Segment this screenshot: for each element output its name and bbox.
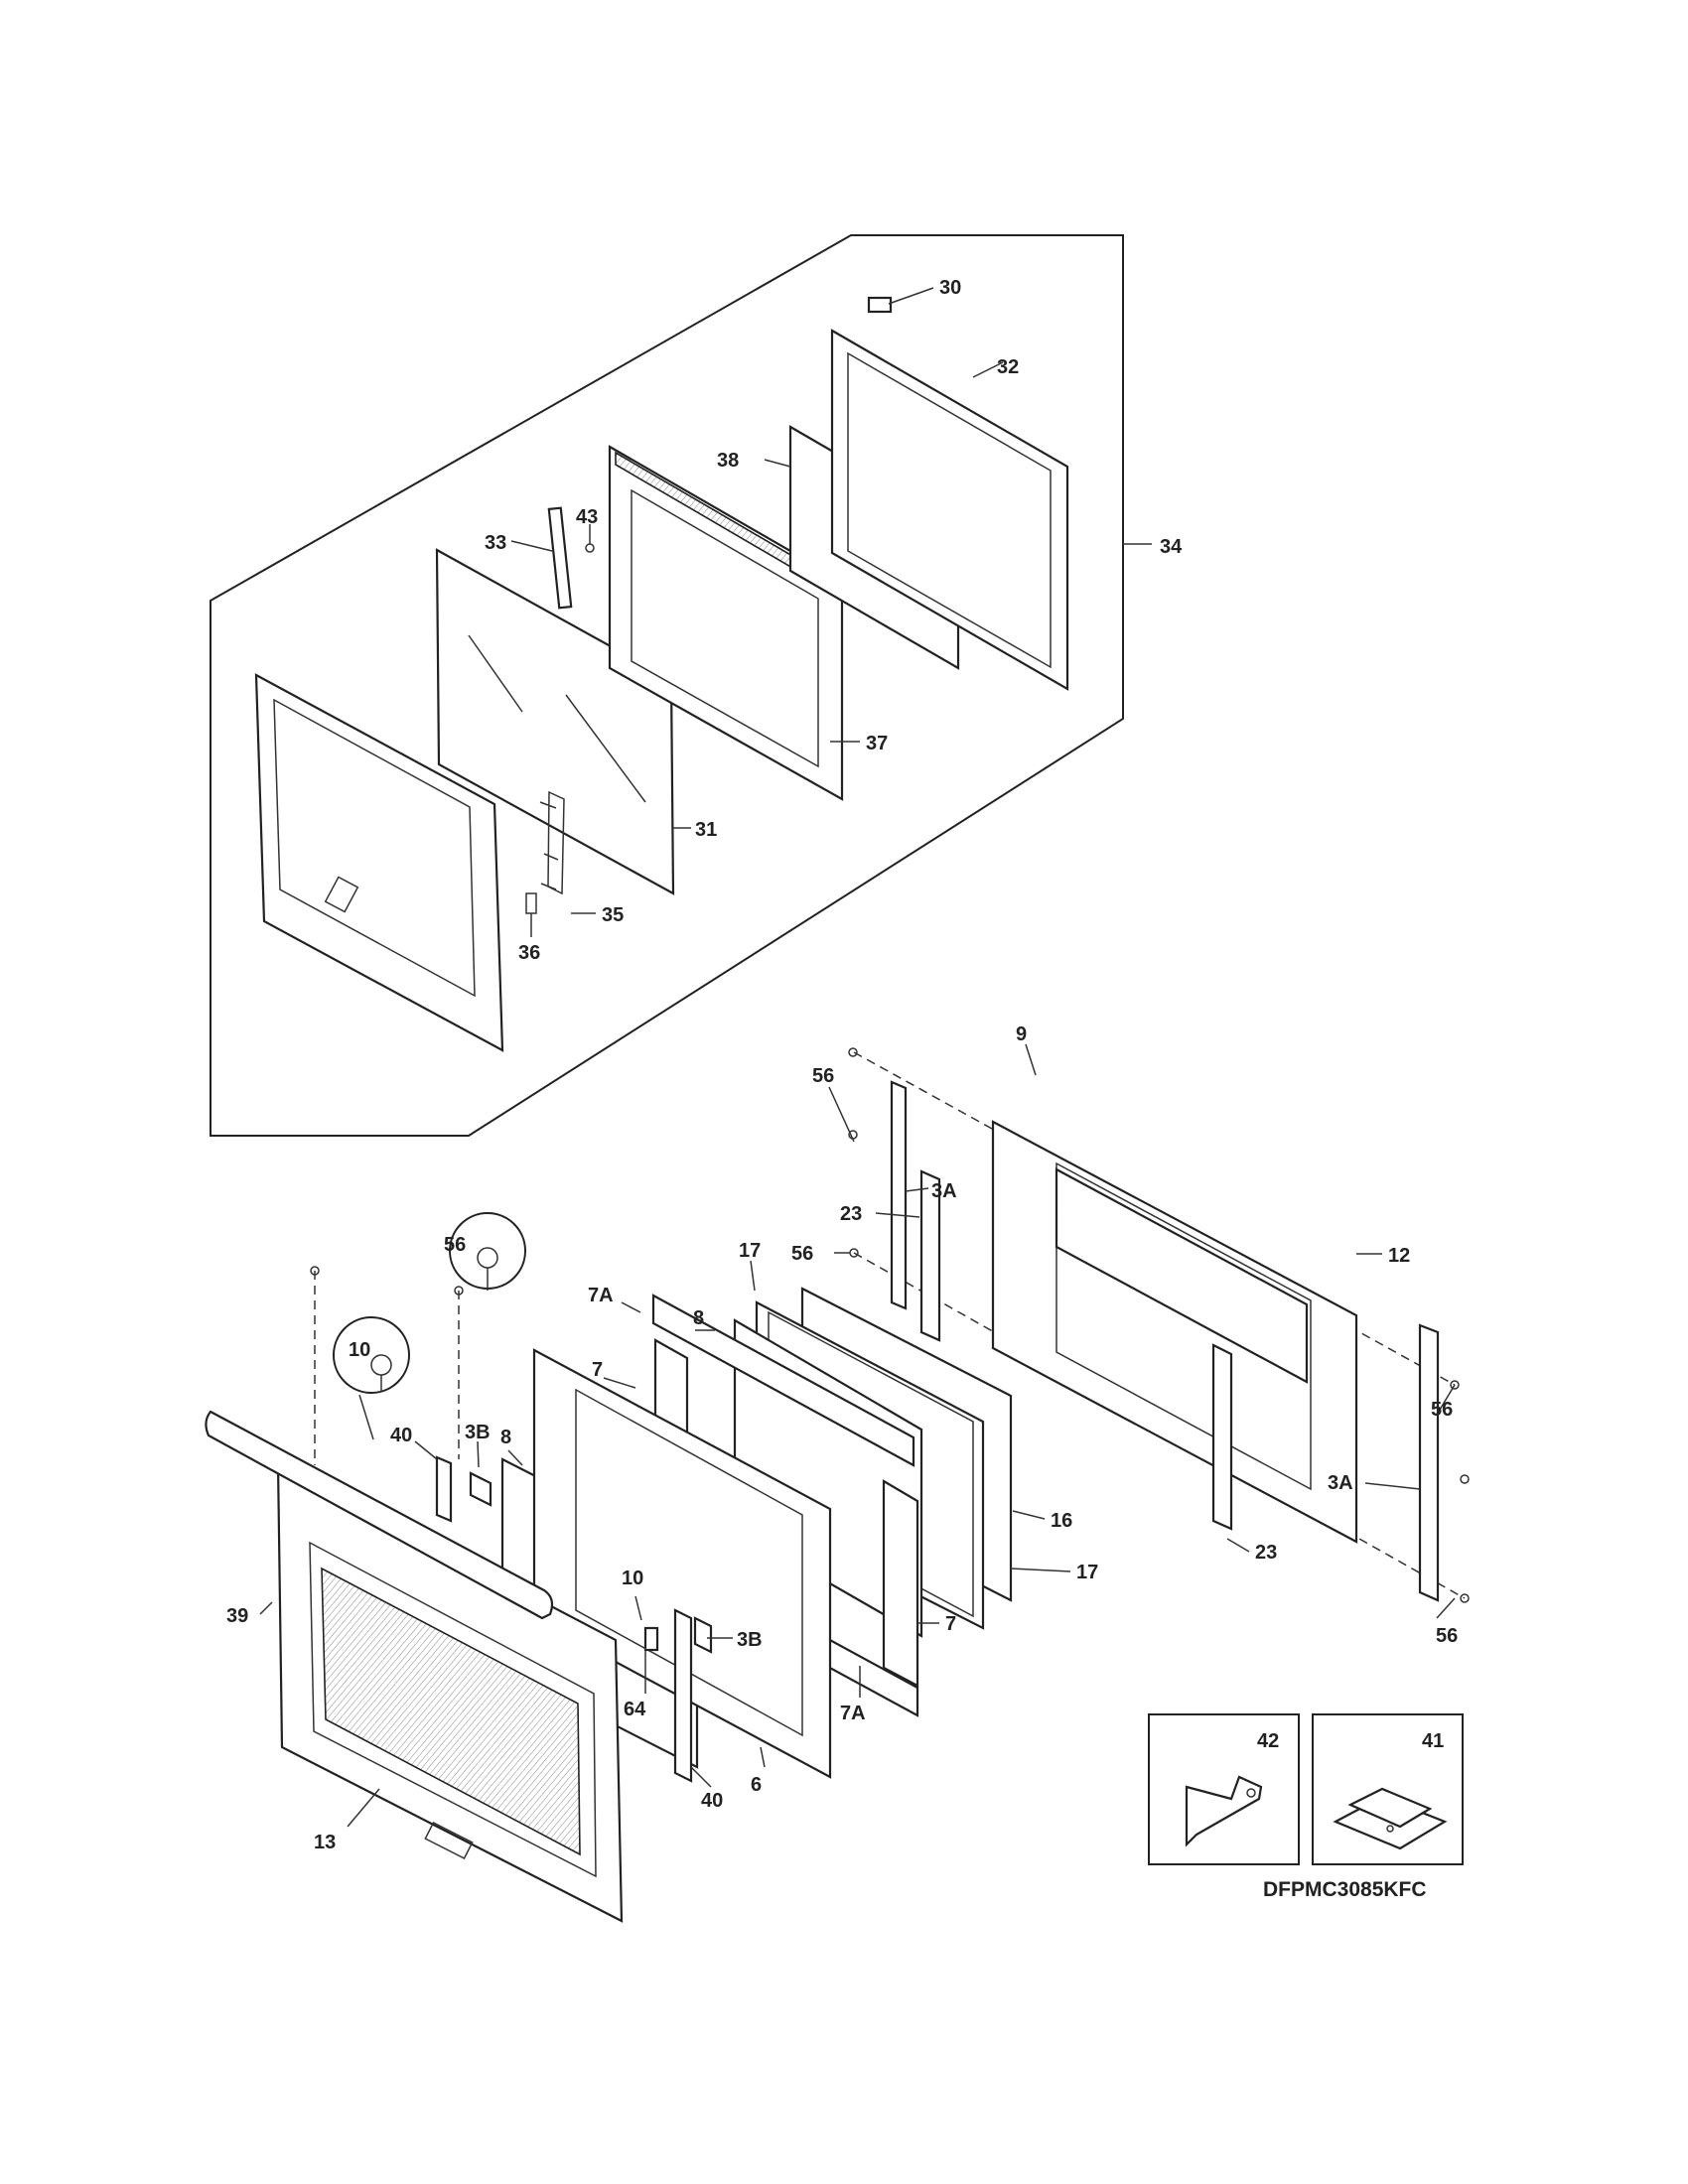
label-8-a: 8 xyxy=(693,1307,704,1329)
door-frame-32 xyxy=(830,329,1069,691)
door-handle-39 xyxy=(205,1410,554,1620)
label-17-a: 17 xyxy=(739,1240,761,1262)
label-41: 41 xyxy=(1422,1730,1444,1752)
hinge-23 xyxy=(919,1169,1233,1531)
label-40-b: 40 xyxy=(701,1790,723,1812)
screw-56-callout xyxy=(449,1212,526,1291)
inner-door-6 xyxy=(532,1348,832,1779)
label-3A-a: 3A xyxy=(931,1180,957,1202)
label-16: 16 xyxy=(1051,1510,1072,1532)
bracket-40-3B-64 xyxy=(435,1455,713,1783)
label-8-b: 8 xyxy=(500,1427,511,1448)
label-64: 64 xyxy=(624,1699,646,1720)
part-41-box xyxy=(1312,1713,1464,1865)
label-37: 37 xyxy=(866,733,888,754)
label-23-a: 23 xyxy=(840,1203,862,1225)
label-33: 33 xyxy=(485,532,506,554)
leader-lines xyxy=(259,287,1456,1828)
label-38: 38 xyxy=(717,450,739,472)
label-31: 31 xyxy=(695,819,717,841)
label-10-a: 10 xyxy=(349,1339,370,1361)
label-7-a: 7 xyxy=(592,1359,603,1381)
door-glass-assembly-inset xyxy=(210,234,1124,1137)
label-6: 6 xyxy=(751,1774,762,1796)
label-7-b: 7 xyxy=(945,1613,956,1635)
label-56-c: 56 xyxy=(444,1234,466,1256)
label-56-e: 56 xyxy=(1436,1625,1458,1647)
label-30: 30 xyxy=(939,277,961,299)
label-3A-b: 3A xyxy=(1328,1472,1353,1494)
label-3B-a: 3B xyxy=(465,1422,491,1443)
label-56-a: 56 xyxy=(812,1065,834,1087)
part-labels: 30 32 38 34 43 33 37 31 35 36 9 56 3A 23… xyxy=(226,277,1458,1901)
label-23-b: 23 xyxy=(1255,1542,1277,1564)
label-56-d: 56 xyxy=(1431,1399,1453,1421)
screw-56 xyxy=(310,1047,1470,1603)
label-13: 13 xyxy=(314,1832,336,1853)
outer-door-glass xyxy=(254,673,504,1052)
main-door-assembly xyxy=(205,1047,1470,1923)
side-rail-3A xyxy=(890,1080,1440,1602)
label-36: 36 xyxy=(518,942,540,964)
label-9: 9 xyxy=(1016,1024,1027,1045)
label-39: 39 xyxy=(226,1605,248,1627)
part-42-box xyxy=(1148,1713,1300,1865)
door-glass-31 xyxy=(435,548,675,895)
door-liner-9 xyxy=(991,1120,1358,1544)
model-number: DFPMC3085KFC xyxy=(1263,1878,1427,1901)
label-34: 34 xyxy=(1160,536,1183,558)
label-40-a: 40 xyxy=(390,1425,412,1446)
label-56-b: 56 xyxy=(791,1243,813,1265)
label-35: 35 xyxy=(602,904,624,926)
label-12: 12 xyxy=(1388,1245,1410,1267)
label-7A-b: 7A xyxy=(840,1703,866,1724)
label-32: 32 xyxy=(997,356,1019,378)
screw-10-callout xyxy=(333,1316,410,1394)
label-17-b: 17 xyxy=(1076,1562,1098,1583)
label-3B-b: 3B xyxy=(737,1629,763,1651)
clip-30 xyxy=(867,296,893,314)
label-7A-a: 7A xyxy=(588,1285,614,1306)
label-10-b: 10 xyxy=(622,1568,643,1589)
label-42: 42 xyxy=(1257,1730,1279,1752)
label-43: 43 xyxy=(576,506,598,528)
